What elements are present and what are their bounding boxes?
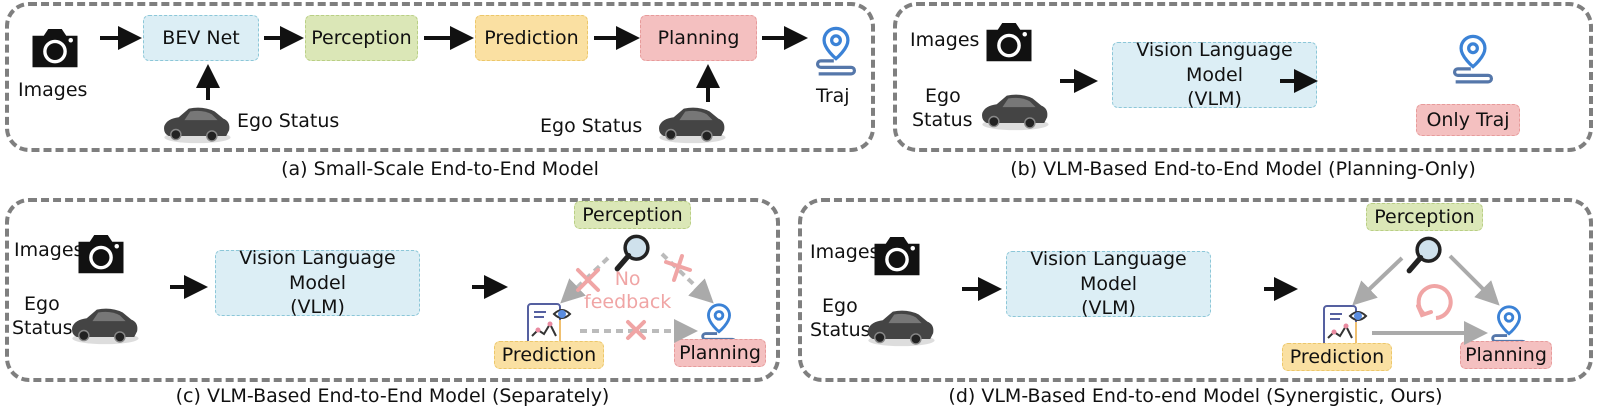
traj-label: Traj — [816, 85, 850, 107]
panel-c-frame — [5, 198, 780, 382]
perception-box: Perception — [1366, 203, 1483, 231]
panel-d-frame — [798, 198, 1593, 382]
ego-status-label: Ego Status — [237, 110, 340, 132]
ego-label: Ego — [822, 295, 858, 317]
vlm-label: Vision Language Model — [239, 246, 396, 294]
cross-icon — [664, 254, 692, 282]
status-label: Status — [810, 319, 871, 341]
solid-arrow — [1448, 254, 1500, 306]
panel-a-frame — [5, 2, 875, 152]
panel-b-frame — [893, 2, 1593, 152]
panel-c-caption: (c) VLM-Based End-to-End Model (Separate… — [175, 385, 610, 407]
images-label: Images — [810, 241, 880, 263]
panel-a-caption: (a) Small-Scale End-to-End Model — [281, 158, 599, 180]
planning-box: Planning — [1460, 341, 1552, 369]
ego-label: Ego — [24, 293, 60, 315]
no-feedback-label: No feedback — [584, 268, 672, 313]
images-label: Images — [14, 239, 84, 261]
planning-box: Planning — [674, 339, 766, 367]
perception-box: Perception — [305, 15, 418, 61]
cross-icon — [576, 268, 600, 292]
vlm-box: Vision Language Model (VLM) — [215, 247, 420, 318]
status-label: Status — [12, 317, 73, 339]
vlm-label: Vision Language Model — [1030, 247, 1187, 295]
prediction-box: Prediction — [494, 341, 604, 369]
vlm-abbr: (VLM) — [1081, 297, 1136, 320]
images-label: Images — [910, 29, 980, 51]
ego-status-label: Ego Status — [540, 115, 643, 137]
bev-net-box: BEV Net — [143, 15, 259, 61]
planning-box: Planning — [640, 15, 757, 61]
solid-arrow — [1352, 256, 1404, 306]
ego-label: Ego — [925, 85, 961, 107]
perception-box: Perception — [574, 201, 691, 229]
prediction-box: Prediction — [475, 15, 588, 61]
dashed-arrow — [660, 252, 714, 304]
images-label: Images — [18, 79, 88, 101]
prediction-box: Prediction — [1282, 343, 1392, 371]
vlm-box: Vision Language Model (VLM) — [1006, 248, 1211, 319]
cycle-icon — [1416, 284, 1453, 320]
vlm-box: Vision Language Model (VLM) — [1112, 39, 1317, 110]
panel-d-caption: (d) VLM-Based End-to-end Model (Synergis… — [948, 385, 1443, 407]
vlm-abbr: (VLM) — [290, 296, 345, 319]
status-label: Status — [912, 109, 973, 131]
panel-b-caption: (b) VLM-Based End-to-End Model (Planning… — [1010, 158, 1476, 180]
only-traj-box: Only Traj — [1416, 104, 1520, 136]
cross-icon — [626, 320, 646, 340]
vlm-abbr: (VLM) — [1187, 88, 1242, 111]
vlm-label: Vision Language Model — [1136, 38, 1293, 86]
